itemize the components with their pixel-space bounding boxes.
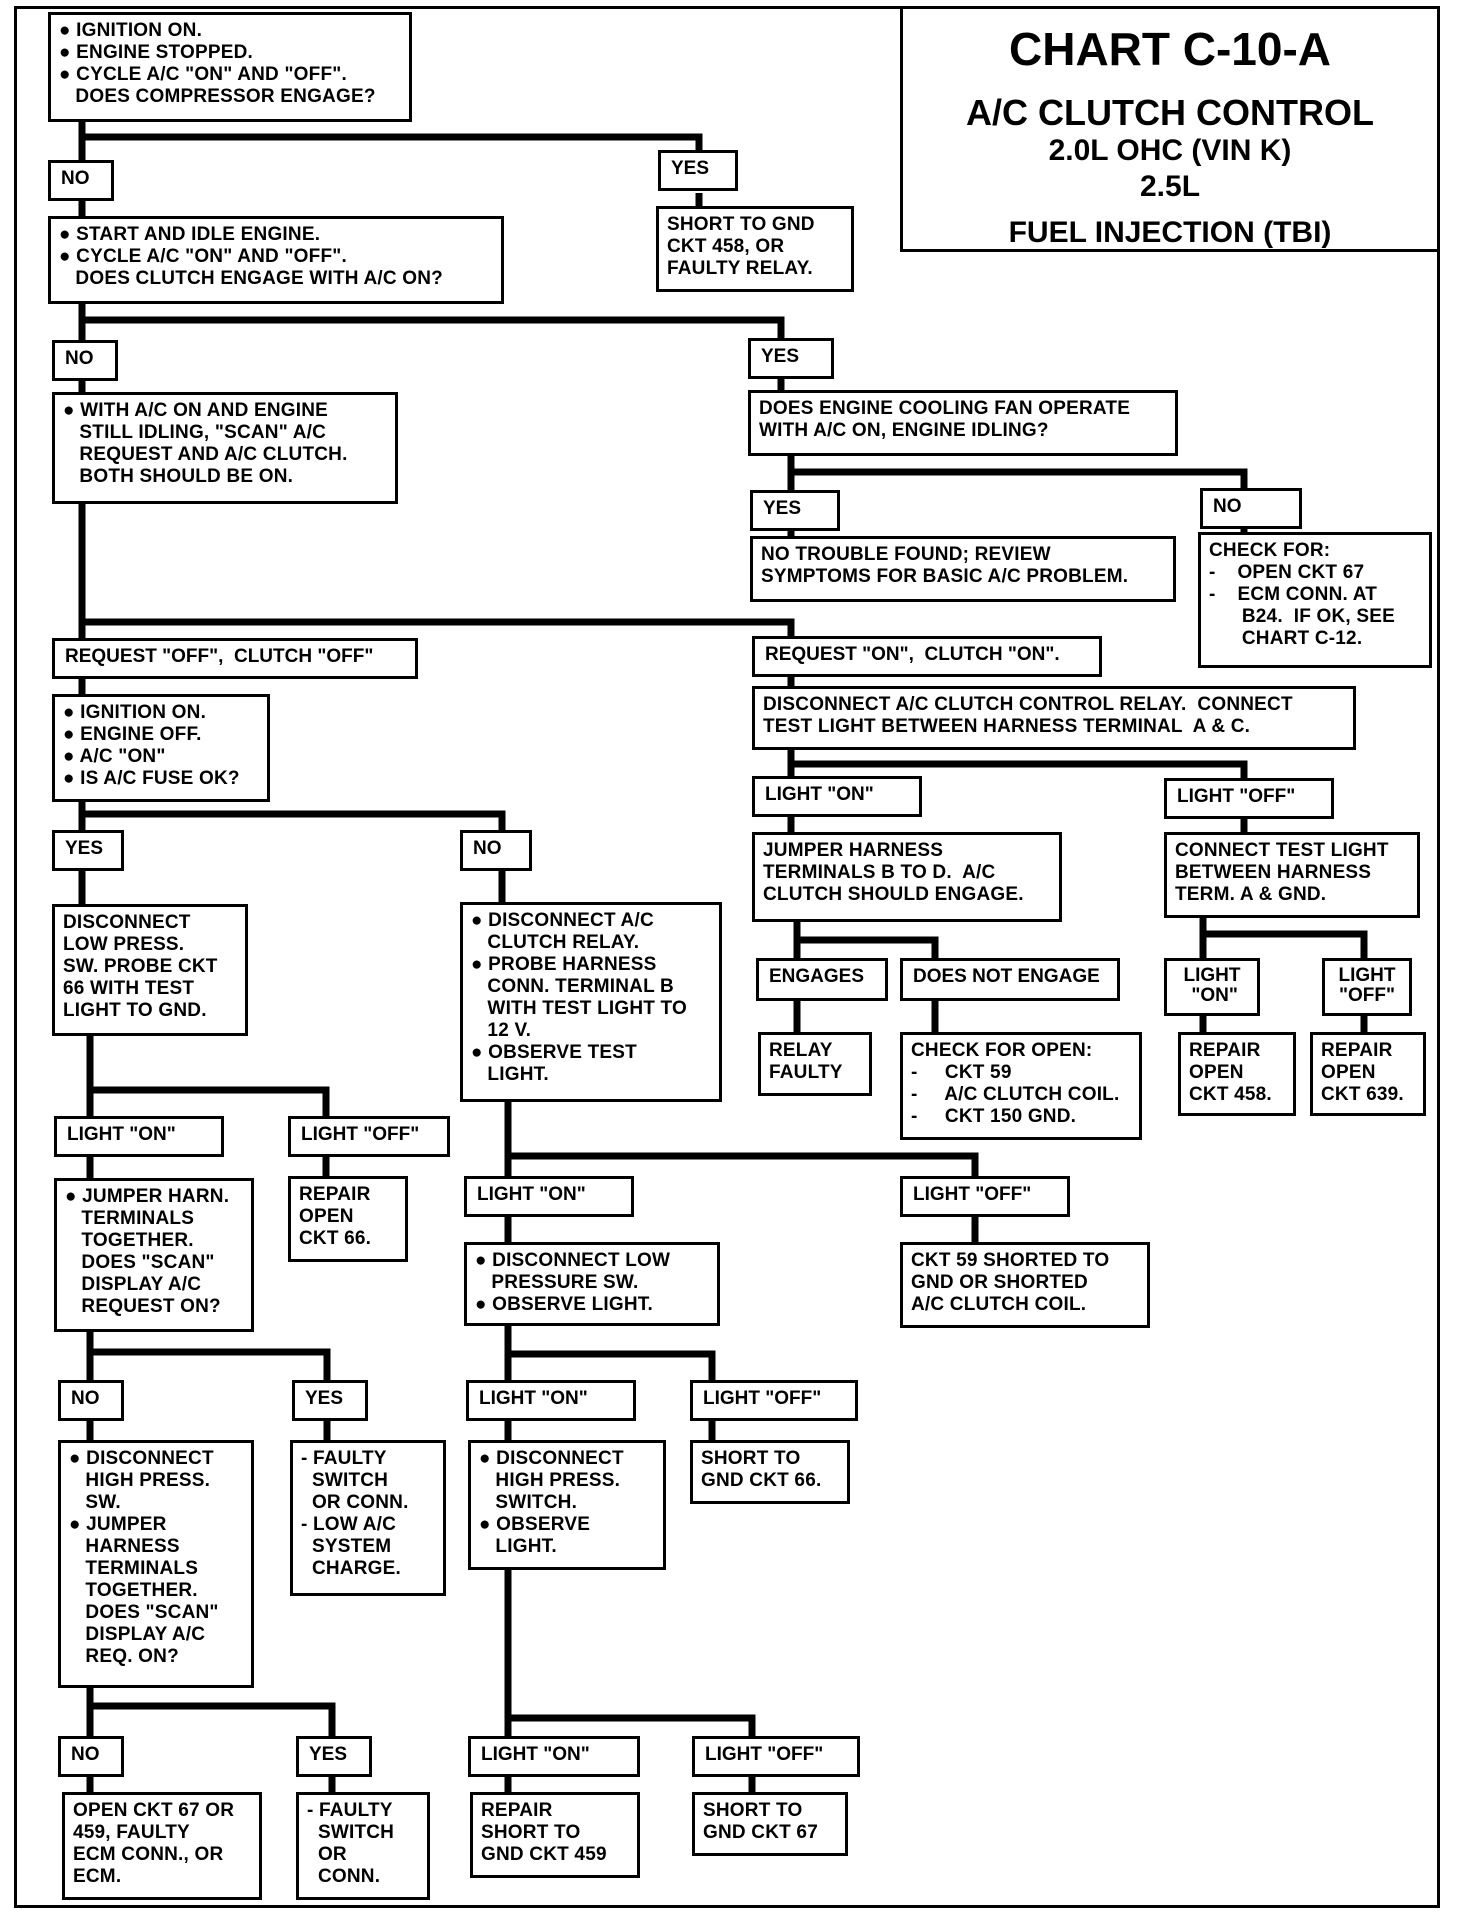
node-scan-ac-request: ● WITH A/C ON AND ENGINE STILL IDLING, "… xyxy=(52,392,398,504)
connector-relay-off xyxy=(791,760,1248,780)
connector-start-yes xyxy=(82,133,703,150)
node-disconnect-high-jumper: ● DISCONNECT HIGH PRESS. SW. ● JUMPER HA… xyxy=(58,1440,254,1688)
node-yes-clutch: YES xyxy=(748,338,834,379)
chart-fuel-type: FUEL INJECTION (TBI) xyxy=(1008,216,1332,249)
node-relay-faulty: RELAY FAULTY xyxy=(758,1032,872,1096)
node-request-off-clutch-off: REQUEST "OFF", CLUTCH "OFF" xyxy=(52,638,418,679)
node-open-ckt-67-459: OPEN CKT 67 OR 459, FAULTY ECM CONN., OR… xyxy=(62,1792,262,1900)
node-no-fuse: NO xyxy=(460,830,532,871)
connector-jumper-split xyxy=(797,936,939,962)
node-no-high-press: NO xyxy=(58,1736,124,1777)
node-no-fan: NO xyxy=(1200,488,1302,529)
connector-jumper-harn-split xyxy=(90,1348,331,1382)
node-no-trouble-found: NO TROUBLE FOUND; REVIEW SYMPTOMS FOR BA… xyxy=(750,536,1176,602)
connector-fan-no xyxy=(791,468,1248,490)
chart-title: CHART C-10-A xyxy=(1009,23,1331,75)
node-light-off-ckt-66: LIGHT "OFF" xyxy=(288,1116,450,1157)
node-start-idle-engine: ● START AND IDLE ENGINE. ● CYCLE A/C "ON… xyxy=(48,216,504,304)
connector-fuse-no xyxy=(82,810,506,830)
node-light-off-high-obs: LIGHT "OFF" xyxy=(692,1736,860,1777)
connector-disc-low-obs-split xyxy=(508,1350,716,1380)
node-engages: ENGAGES xyxy=(756,958,888,1001)
chart-engine-size: 2.5L xyxy=(1139,170,1201,203)
chart-engine-line: 2.0L OHC (VIN K) xyxy=(1048,134,1292,167)
node-no-compressor: NO xyxy=(48,160,114,201)
chart-title-block: CHART C-10-A A/C CLUTCH CONTROL 2.0L OHC… xyxy=(900,6,1440,252)
node-disconnect-low-press-sw: DISCONNECT LOW PRESS. SW. PROBE CKT 66 W… xyxy=(52,904,248,1036)
node-faulty-switch-conn: - FAULTY SWITCH OR CONN. xyxy=(296,1792,430,1900)
chart-subtitle: A/C CLUTCH CONTROL xyxy=(966,92,1374,133)
node-repair-open-ckt-458: REPAIR OPEN CKT 458. xyxy=(1178,1032,1296,1116)
node-light-on-gnd: LIGHT "ON" xyxy=(1164,958,1260,1016)
node-yes-fan: YES xyxy=(750,490,840,531)
connector-disc-relay-split xyxy=(508,1152,979,1178)
node-check-for-open-ckt-59: CHECK FOR OPEN: - CKT 59 - A/C CLUTCH CO… xyxy=(900,1032,1142,1140)
node-ignition-on-fuse: ● IGNITION ON. ● ENGINE OFF. ● A/C "ON" … xyxy=(52,694,270,802)
node-check-for-ckt-67: CHECK FOR: - OPEN CKT 67 - ECM CONN. AT … xyxy=(1198,532,1432,668)
node-disconnect-high-observe: ● DISCONNECT HIGH PRESS. SWITCH. ● OBSER… xyxy=(468,1440,666,1570)
node-light-off-gnd: LIGHT "OFF" xyxy=(1322,958,1412,1016)
connector-disc-high-obs-split xyxy=(508,1714,756,1736)
node-light-on-ckt-66: LIGHT "ON" xyxy=(54,1116,224,1157)
node-light-off-probe: LIGHT "OFF" xyxy=(900,1176,1070,1217)
node-short-gnd-ckt-66: SHORT TO GND CKT 66. xyxy=(690,1440,850,1504)
node-light-on-probe: LIGHT "ON" xyxy=(464,1176,634,1217)
node-yes-scan-request: YES xyxy=(292,1380,368,1421)
node-faulty-switch-low-charge: - FAULTY SWITCH OR CONN. - LOW A/C SYSTE… xyxy=(290,1440,446,1596)
node-disconnect-low-observe: ● DISCONNECT LOW PRESSURE SW. ● OBSERVE … xyxy=(464,1242,720,1326)
connector-disc-low-split xyxy=(90,1086,330,1116)
chart-frame xyxy=(14,6,1440,1908)
node-repair-short-gnd-ckt-459: REPAIR SHORT TO GND CKT 459 xyxy=(470,1792,640,1878)
connector-idle-yes xyxy=(82,316,785,340)
node-repair-open-ckt-66: REPAIR OPEN CKT 66. xyxy=(288,1176,408,1262)
node-light-off-relay: LIGHT "OFF" xyxy=(1164,778,1334,819)
node-request-on-clutch-on: REQUEST "ON", CLUTCH "ON". xyxy=(752,636,1102,677)
node-ckt-59-shorted: CKT 59 SHORTED TO GND OR SHORTED A/C CLU… xyxy=(900,1242,1150,1328)
node-jumper-harn-terminals: ● JUMPER HARN. TERMINALS TOGETHER. DOES … xyxy=(54,1178,254,1332)
node-light-off-low-obs: LIGHT "OFF" xyxy=(690,1380,858,1421)
node-short-gnd-ckt-458: SHORT TO GND CKT 458, OR FAULTY RELAY. xyxy=(656,206,854,292)
node-ignition-on-start: ● IGNITION ON. ● ENGINE STOPPED. ● CYCLE… xyxy=(48,12,412,122)
node-repair-open-ckt-639: REPAIR OPEN CKT 639. xyxy=(1310,1032,1426,1116)
connector-split xyxy=(82,618,795,640)
node-yes-high-press: YES xyxy=(296,1736,372,1777)
node-yes-compressor: YES xyxy=(658,150,738,191)
node-cooling-fan-question: DOES ENGINE COOLING FAN OPERATE WITH A/C… xyxy=(748,390,1178,456)
node-does-not-engage: DOES NOT ENGAGE xyxy=(900,958,1120,1001)
node-yes-fuse: YES xyxy=(52,830,124,871)
node-connect-test-light-gnd: CONNECT TEST LIGHT BETWEEN HARNESS TERM.… xyxy=(1164,832,1420,918)
connector-disc-high-split xyxy=(90,1702,336,1738)
node-light-on-high-obs: LIGHT "ON" xyxy=(468,1736,640,1777)
node-no-clutch: NO xyxy=(52,340,118,381)
node-jumper-terminals-b-d: JUMPER HARNESS TERMINALS B TO D. A/C CLU… xyxy=(752,832,1062,922)
node-light-on-relay: LIGHT "ON" xyxy=(752,776,922,817)
node-disconnect-relay-test: DISCONNECT A/C CLUTCH CONTROL RELAY. CON… xyxy=(752,686,1356,750)
node-disconnect-relay-probe: ● DISCONNECT A/C CLUTCH RELAY. ● PROBE H… xyxy=(460,902,722,1102)
node-light-on-low-obs: LIGHT "ON" xyxy=(466,1380,636,1421)
node-short-gnd-ckt-67: SHORT TO GND CKT 67 xyxy=(692,1792,848,1856)
connector-test-split xyxy=(1203,930,1368,958)
node-no-scan-request: NO xyxy=(58,1380,124,1421)
